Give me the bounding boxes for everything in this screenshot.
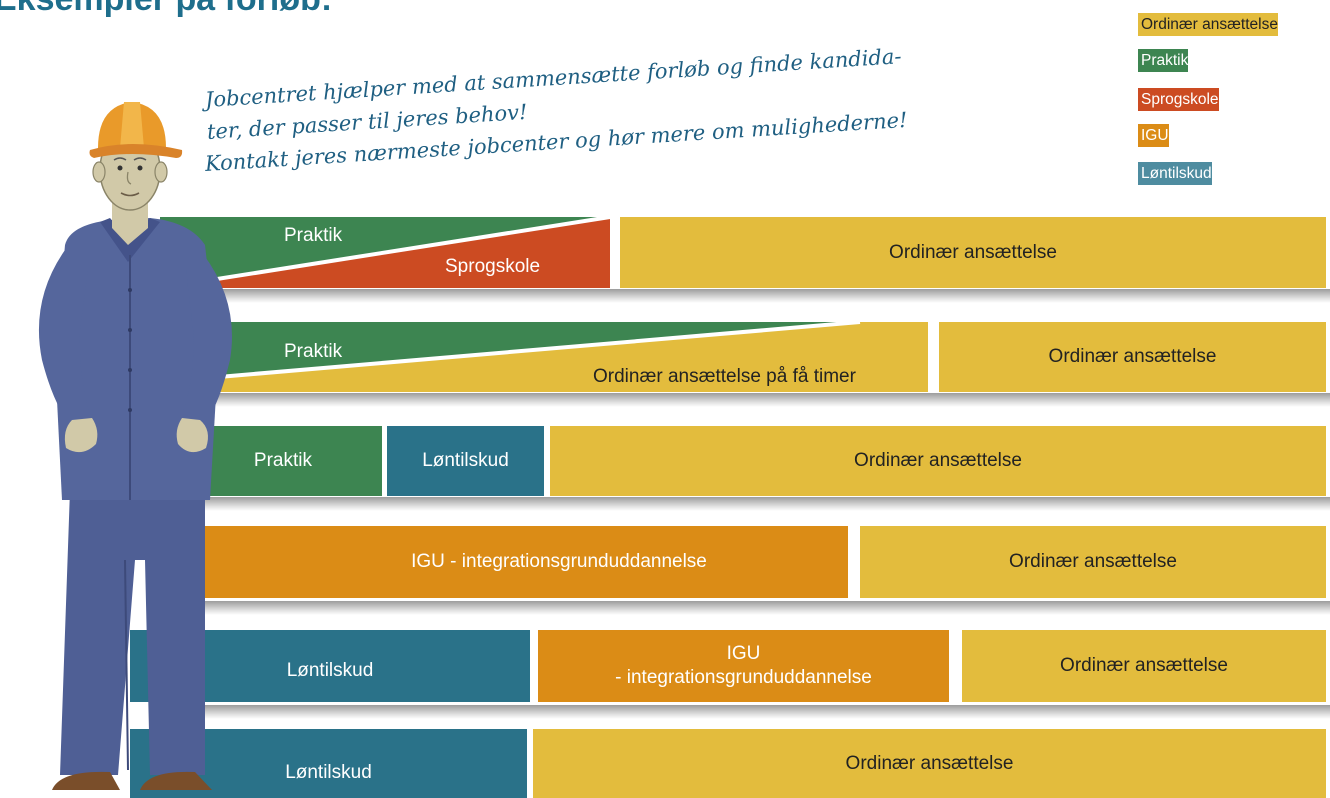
row-1-sprogskole-label: Sprogskole [445,256,541,277]
row-1-praktik-label: Praktik [284,225,343,246]
handwriting-line-1: Jobcentret hjælper med at sammensætte fo… [204,44,903,112]
row-5-igu: IGU - integrationsgrunduddannelse [538,630,949,702]
legend-igu: IGU [1138,124,1169,147]
row-3-shadow [160,497,1330,511]
row-2-praktik-label: Praktik [284,341,343,362]
legend-sprogskole: Sprogskole [1138,88,1219,111]
row-4-ordinaer: Ordinær ansættelse [860,526,1326,598]
page-title: Eksempler på forløb: [0,0,332,19]
row-6-ordinaer: Ordinær ansættelse [533,729,1326,798]
legend-ordinaer: Ordinær ansættelse [1138,13,1278,36]
legend-praktik: Praktik [1138,49,1189,72]
row-5-shadow [160,705,1330,719]
row-4-igu: IGU - integrationsgrunduddannelse [160,526,848,598]
row-5-lontilskud-label: Løntilskud [286,660,374,682]
row-3-lontilskud: Løntilskud [387,426,544,496]
row-3-praktik-label: Praktik [253,450,312,472]
row-5-igu-line-2: - integrationsgrunduddannelse [615,667,872,688]
row-3-ordinaer: Ordinær ansættelse [550,426,1326,496]
construction-worker-illustration [38,102,232,790]
row-1-wedge [159,215,611,290]
row-1-ordinaer: Ordinær ansættelse [620,217,1326,288]
legend-lontilskud: Løntilskud [1138,162,1212,185]
row-2-few-hours-label: Ordinær ansættelse på få timer [593,366,856,387]
row-4-shadow [160,601,1330,615]
row-2-shadow [160,393,1330,407]
row-6-lontilskud-label: Løntilskud [285,761,372,783]
row-1-shadow [160,289,1330,303]
row-2-wedge [159,320,928,392]
row-5-ordinaer: Ordinær ansættelse [962,630,1326,702]
row-2-ordinaer: Ordinær ansættelse [939,322,1326,392]
row-5-igu-line-1: IGU [726,643,761,665]
